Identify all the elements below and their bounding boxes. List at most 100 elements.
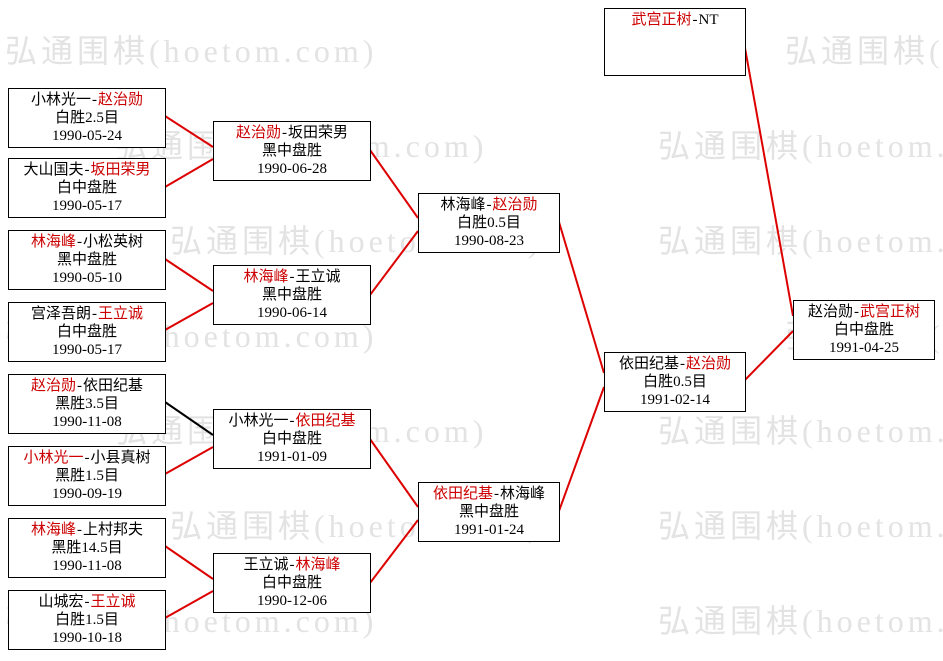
players-line: 赵治勋-武宫正树 — [794, 303, 934, 321]
match-result: 黑中盘胜 — [458, 504, 519, 520]
match-result: 白胜1.5目 — [55, 612, 119, 628]
match-date: 1990-06-14 — [257, 305, 327, 321]
player2-name: 林海峰 — [500, 486, 546, 502]
player-separator: - — [77, 234, 82, 250]
players-line: 林海峰-小松英树 — [9, 233, 165, 251]
match-date: 1991-01-24 — [454, 522, 524, 538]
match-r2m2: 林海峰-王立诚 黑中盘胜 1990-06-14 — [213, 265, 371, 325]
player2-name: 王立诚 — [98, 306, 144, 322]
match-date: 1990-11-08 — [52, 414, 122, 430]
player-separator: - — [854, 304, 859, 320]
match-date: 1990-05-17 — [52, 342, 122, 358]
match-date: 1990-11-08 — [52, 558, 122, 574]
player1-name: 宫泽吾朗 — [30, 306, 91, 322]
player-separator: - — [494, 486, 499, 502]
player-separator: - — [289, 269, 295, 285]
match-date: 1990-05-17 — [52, 198, 122, 214]
match-date: 1991-04-25 — [829, 340, 899, 356]
player1-name: 林海峰 — [30, 234, 76, 250]
player2-name: 王立诚 — [295, 269, 341, 285]
match-date: 1990-10-18 — [52, 630, 122, 646]
connector-line-black — [164, 401, 214, 436]
match-date: 1990-08-23 — [454, 233, 524, 249]
player2-name: 林海峰 — [295, 557, 341, 573]
connector-line — [164, 302, 214, 331]
player-separator: - — [289, 557, 295, 573]
watermark-text: 弘通围棋(hoetom.com) — [658, 603, 943, 639]
match-result: 黑胜1.5目 — [55, 468, 119, 484]
players-line: 宫泽吾朗-王立诚 — [9, 305, 165, 323]
watermark-text: 弘通围棋(hoetom.com) — [5, 33, 378, 69]
match-sf2: 依田纪基-林海峰 黑中盘胜 1991-01-24 — [418, 482, 560, 542]
players-line: 武宫正树-NT — [605, 11, 745, 29]
connector-line — [164, 158, 214, 188]
match-date: 1991-02-14 — [640, 392, 710, 408]
connector-line — [164, 545, 214, 580]
match-result: 白中盘胜 — [261, 575, 322, 591]
match-r2m1: 赵治勋-坂田荣男 黑中盘胜 1990-06-28 — [213, 121, 371, 181]
match-r1m7: 林海峰-上村邦夫 黑胜14.5目 1990-11-08 — [8, 518, 166, 578]
connector-line — [164, 258, 214, 292]
player-separator: - — [692, 12, 698, 28]
match-result: 白中盘胜 — [56, 180, 117, 196]
player2-name: 依田纪基 — [83, 378, 144, 394]
player1-name: 山城宏 — [38, 594, 84, 610]
player1-name: 小林光一 — [30, 92, 91, 108]
player1-name: 林海峰 — [243, 269, 289, 285]
player1-name: 小林光一 — [23, 450, 84, 466]
player2-name: 赵治勋 — [492, 197, 538, 213]
players-line: 小林光一-赵治勋 — [9, 91, 165, 109]
player-separator: - — [84, 162, 90, 178]
player1-name: 林海峰 — [440, 197, 486, 213]
match-result: 黑胜14.5目 — [51, 540, 123, 556]
player1-name: 赵治勋 — [807, 304, 853, 320]
player2-name: 武宫正树 — [860, 304, 921, 320]
players-line: 林海峰-上村邦夫 — [9, 521, 165, 539]
connector-line — [369, 230, 419, 296]
connector-line — [744, 330, 794, 381]
player1-name: 赵治勋 — [235, 125, 281, 141]
player2-name: 上村邦夫 — [83, 522, 144, 538]
player-separator: - — [92, 92, 97, 108]
players-line: 山城宏-王立诚 — [9, 593, 165, 611]
players-line: 林海峰-赵治勋 — [419, 196, 559, 214]
connector-line — [164, 446, 214, 475]
player1-name: 武宫正树 — [631, 12, 692, 28]
player-separator: - — [77, 522, 82, 538]
player2-name: NT — [698, 12, 719, 28]
player-separator: - — [486, 197, 492, 213]
match-result: 白胜2.5目 — [55, 110, 119, 126]
player2-name: 赵治勋 — [686, 356, 732, 372]
player2-name: 坂田荣男 — [288, 125, 349, 141]
player2-name: 坂田荣男 — [90, 162, 151, 178]
player1-name: 依田纪基 — [618, 356, 679, 372]
player1-name: 林海峰 — [30, 522, 76, 538]
player-separator: - — [680, 356, 685, 372]
player1-name: 大山国夫 — [23, 162, 84, 178]
connector-line — [164, 590, 214, 619]
connector-line — [369, 438, 419, 508]
players-line: 王立诚-林海峰 — [214, 556, 370, 574]
match-date: 1990-06-28 — [257, 161, 327, 177]
connector-line — [164, 115, 214, 148]
match-r1m2: 大山国夫-坂田荣男 白中盘胜 1990-05-17 — [8, 158, 166, 218]
match-result: 黑胜3.5目 — [55, 396, 119, 412]
match-result: 白胜0.5目 — [457, 215, 521, 231]
player1-name: 依田纪基 — [432, 486, 493, 502]
watermark-text: 弘通围棋(hoetom.com) — [658, 128, 943, 164]
player2-name: 小松英树 — [83, 234, 144, 250]
player1-name: 王立诚 — [243, 557, 289, 573]
match-r1m3: 林海峰-小松英树 黑中盘胜 1990-05-10 — [8, 230, 166, 290]
watermark-text: 弘通围棋(hoetom.com) — [785, 33, 943, 69]
players-line: 依田纪基-林海峰 — [419, 485, 559, 503]
match-r2m4: 王立诚-林海峰 白中盘胜 1990-12-06 — [213, 553, 371, 613]
players-line: 依田纪基-赵治勋 — [605, 355, 745, 373]
connector-line — [558, 386, 605, 512]
match-result: 白中盘胜 — [56, 324, 117, 340]
match-result: 白中盘胜 — [833, 322, 894, 338]
match-championship: 赵治勋-武宫正树 白中盘胜 1991-04-25 — [793, 300, 935, 360]
watermark-text: 弘通围棋(hoetom.com) — [658, 413, 943, 449]
match-r1m4: 宫泽吾朗-王立诚 白中盘胜 1990-05-17 — [8, 302, 166, 362]
